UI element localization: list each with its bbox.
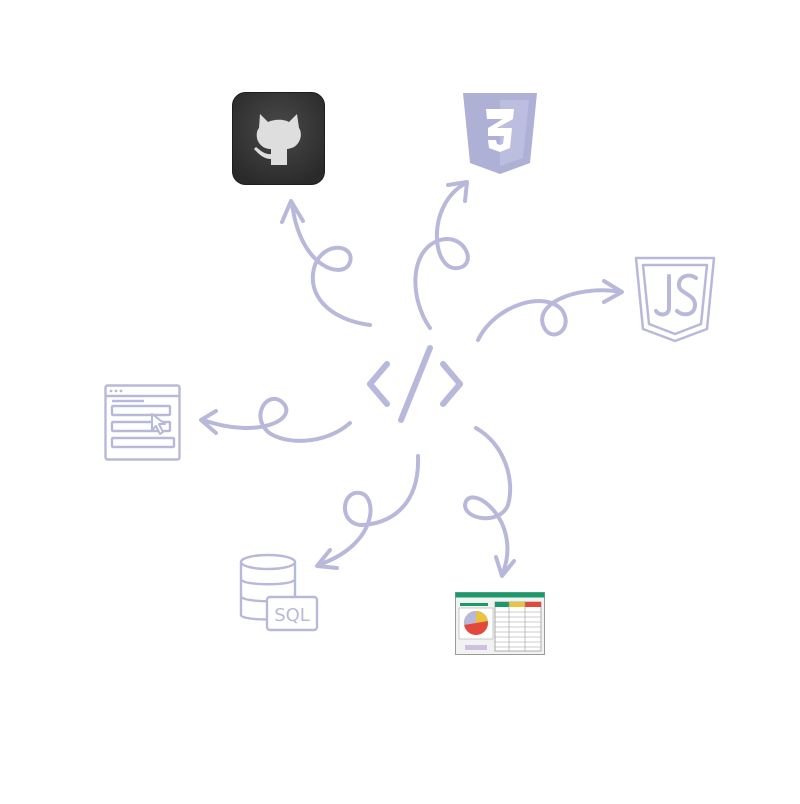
- spreadsheet-chart-icon[interactable]: [455, 592, 545, 656]
- arrow-to-github: [290, 201, 372, 327]
- arrowhead-github: [280, 199, 305, 224]
- code-brackets-icon: [367, 345, 463, 423]
- css3-icon[interactable]: [462, 92, 538, 176]
- arrow-to-css3: [413, 181, 470, 330]
- cursor-icon: [151, 413, 166, 435]
- javascript-icon[interactable]: [634, 256, 716, 344]
- arrow-to-webform: [201, 396, 352, 443]
- arrowhead-css3: [446, 180, 469, 203]
- arrow-to-spreadsheet: [463, 426, 513, 577]
- sql-database-icon[interactable]: SQL: [238, 553, 320, 633]
- arrowhead-sql: [315, 548, 339, 570]
- web-form-icon[interactable]: [104, 384, 182, 462]
- arrowhead-js: [602, 279, 624, 304]
- arrow-to-sql: [316, 454, 421, 567]
- github-icon[interactable]: [232, 92, 325, 185]
- arrowhead-webform: [199, 409, 218, 435]
- arrow-to-js: [476, 288, 622, 342]
- arrowhead-spreadsheet: [494, 555, 516, 578]
- sql-label: SQL: [274, 605, 310, 626]
